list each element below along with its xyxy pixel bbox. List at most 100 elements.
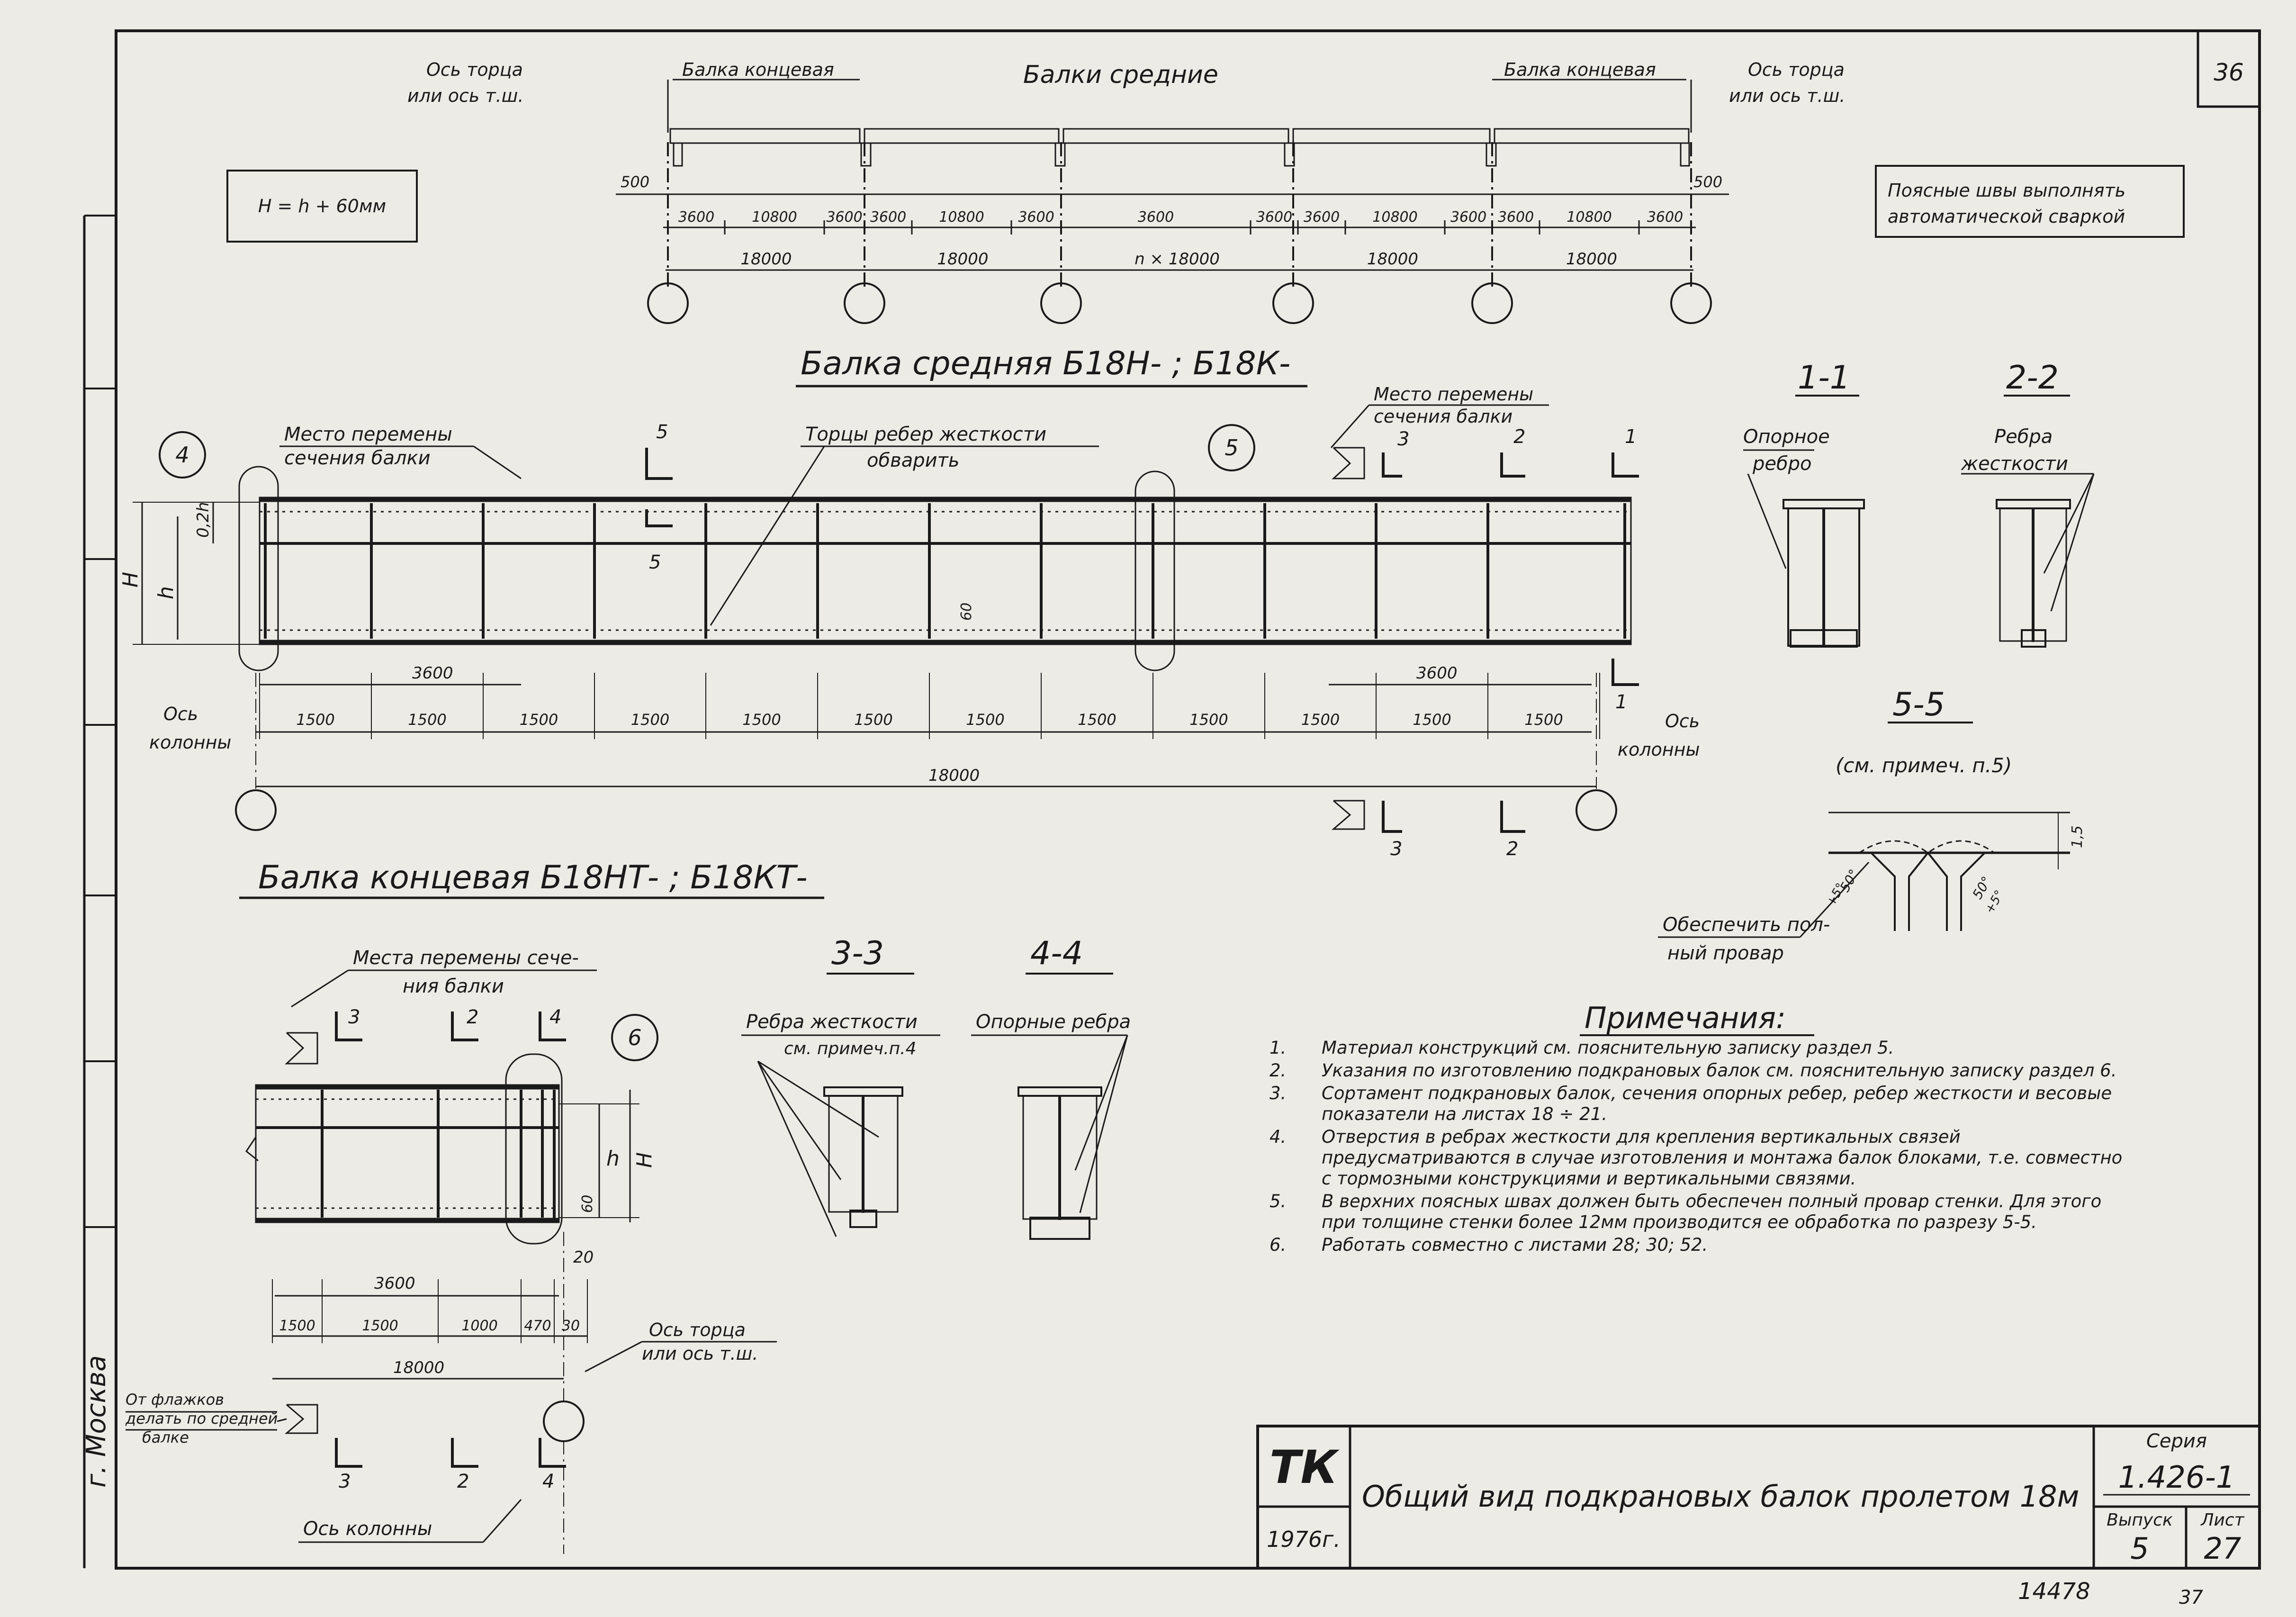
svg-text:Ребра: Ребра — [1994, 426, 2053, 448]
note-3: 3.Сортамент подкрановых балок, сечения о… — [1270, 1083, 2112, 1124]
cut-2-bottom: 2 — [1506, 838, 1518, 860]
org-mark: ТК — [1270, 1441, 1340, 1494]
svg-text:2: 2 — [457, 1471, 469, 1492]
overview-segment-11: 3600 — [1498, 209, 1534, 226]
svg-text:или ось т.ш.: или ось т.ш. — [642, 1343, 758, 1364]
note-1: 1.Материал конструкций см. пояснительную… — [1270, 1038, 1894, 1058]
overview-span-4: 18000 — [1566, 250, 1617, 269]
overview-axis-circle-0 — [647, 282, 689, 324]
svg-text:5-5: 5-5 — [1892, 686, 1945, 723]
archive-number: 14478 — [2018, 1578, 2090, 1605]
right-end-axis-2: или ось т.ш. — [1729, 85, 1845, 106]
mb-panel-7: 1500 — [1078, 711, 1116, 729]
overview-segment-7: 3600 — [1256, 209, 1292, 226]
note-6: 6.Работать совместно с листами 28; 30; 5… — [1270, 1235, 1708, 1255]
callout-4: 4 — [175, 442, 189, 468]
overview-span-0: 18000 — [740, 250, 792, 269]
mb-panel-8: 1500 — [1189, 711, 1228, 729]
middle-beams-label: Балки средние — [1023, 61, 1218, 89]
mb-dim-H: H — [118, 572, 143, 587]
svg-text:Обеспечить пол-: Обеспечить пол- — [1663, 914, 1830, 936]
notes-heading: Примечания: — [1585, 1001, 1786, 1035]
outer-frame — [115, 29, 2261, 1570]
svg-text:ный провар: ный провар — [1667, 942, 1784, 964]
sheet-label: Лист — [2200, 1510, 2244, 1530]
note-5: 5.В верхних поясных швах должен быть обе… — [1270, 1191, 2102, 1232]
mb-dim-02h: 0,2h — [194, 502, 213, 538]
overview-segment-4: 10800 — [939, 209, 984, 226]
weld-note-line-1: Поясные швы выполнять — [1888, 180, 2125, 201]
mb-panel-1: 1500 — [408, 711, 446, 729]
axis-left-1: Ось — [163, 704, 198, 724]
series-label: Серия — [2146, 1430, 2207, 1452]
overview-segment-13: 3600 — [1647, 209, 1683, 226]
mb-panel-5: 1500 — [854, 711, 892, 729]
svg-text:Опорные ребра: Опорные ребра — [976, 1011, 1131, 1033]
svg-text:60: 60 — [579, 1195, 596, 1213]
mb-panel-0: 1500 — [296, 711, 334, 729]
svg-text:Ось колонны: Ось колонны — [303, 1518, 432, 1540]
mb-panel-9: 1500 — [1301, 711, 1340, 729]
section-3-3: 3-3 Ребра жесткости см. примеч.п.4 — [741, 935, 940, 1237]
end-beam-elevation: Балка концевая Б18НТ- ; Б18КТ- Места пер… — [125, 859, 824, 1554]
section-5-5: 5-5 (см. примеч. п.5) 1,5 50° +5° 50° +5… — [1658, 686, 2086, 964]
weld-note-box — [1875, 165, 2185, 238]
svg-text:1-1: 1-1 — [1798, 359, 1850, 397]
overview-offset-right: 500 — [1693, 173, 1722, 191]
series-value: 1.426-1 — [2118, 1460, 2235, 1495]
eb-segment-2: 1000 — [461, 1318, 497, 1334]
overview-span-1: 18000 — [937, 250, 988, 269]
right-end-axis-1: Ось торца — [1748, 59, 1845, 80]
overview-segment-10: 3600 — [1450, 209, 1486, 226]
mb-dim-3600-left: 3600 — [412, 664, 453, 683]
svg-text:6: 6 — [628, 1025, 641, 1050]
svg-text:балке: балке — [142, 1428, 189, 1446]
svg-text:3: 3 — [348, 1006, 360, 1028]
section-change-left-2: сечения балки — [284, 447, 431, 469]
overview-segment-6: 3600 — [1138, 209, 1174, 226]
svg-text:18000: 18000 — [393, 1358, 444, 1377]
cut-5-top: 5 — [656, 421, 668, 443]
axis-left-2: колонны — [149, 732, 231, 753]
mb-panel-11: 1500 — [1524, 711, 1563, 729]
corner-number-box — [2197, 29, 2261, 108]
svg-text:4: 4 — [549, 1006, 561, 1028]
mb-panel-4: 1500 — [742, 711, 781, 729]
section-change-left-1: Место перемены — [284, 424, 452, 445]
mb-total: 18000 — [928, 766, 980, 785]
overview-segment-8: 3600 — [1304, 209, 1340, 226]
cut-1-bottom: 1 — [1615, 691, 1627, 713]
sheet-value: 27 — [2204, 1531, 2242, 1566]
overview-axis-circle-2 — [1040, 282, 1082, 324]
note-2: 2.Указания по изготовлению подкрановых б… — [1270, 1060, 2117, 1081]
svg-text:Ребра жесткости: Ребра жесткости — [746, 1011, 918, 1033]
notes-list: 1.Материал конструкций см. пояснительную… — [1270, 1038, 2136, 1257]
stiffener-ends-2: обварить — [867, 450, 960, 471]
mb-dim-60: 60 — [958, 603, 975, 621]
eb-segment-3: 470 — [524, 1318, 551, 1334]
end-beam-title: Балка концевая Б18НТ- ; Б18КТ- — [258, 859, 808, 896]
svg-text:Опорное: Опорное — [1743, 426, 1830, 448]
svg-text:3600: 3600 — [374, 1274, 415, 1293]
note-4: 4.Отверстия в ребрах жесткости для крепл… — [1270, 1127, 2123, 1189]
svg-text:3-3: 3-3 — [831, 935, 884, 972]
overview-segment-9: 10800 — [1372, 209, 1417, 226]
svg-text:h: h — [606, 1147, 620, 1171]
middle-beam-elevation: Балка средняя Б18Н- ; Б18К- Место переме… — [118, 345, 1700, 860]
cut-3-bottom: 3 — [1390, 838, 1402, 860]
svg-text:(см. примеч. п.5): (см. примеч. п.5) — [1836, 754, 2012, 777]
section-1-1: 1-1 Опорное ребро — [1743, 359, 1865, 648]
overview-span-3: 18000 — [1367, 250, 1418, 269]
height-note-box — [226, 170, 418, 243]
cut-5-bottom: 5 — [649, 551, 661, 573]
mb-dim-h: h — [154, 586, 178, 599]
svg-text:4: 4 — [542, 1471, 554, 1492]
city-label: г. Москва — [81, 1355, 112, 1488]
svg-text:Ось торца: Ось торца — [649, 1319, 746, 1340]
svg-text:2: 2 — [467, 1006, 478, 1028]
svg-text:ния балки: ния балки — [403, 976, 504, 997]
overview-segment-1: 10800 — [752, 209, 797, 226]
height-note: H = h + 60мм — [258, 196, 386, 217]
weld-note-line-2: автоматической сваркой — [1888, 206, 2125, 227]
